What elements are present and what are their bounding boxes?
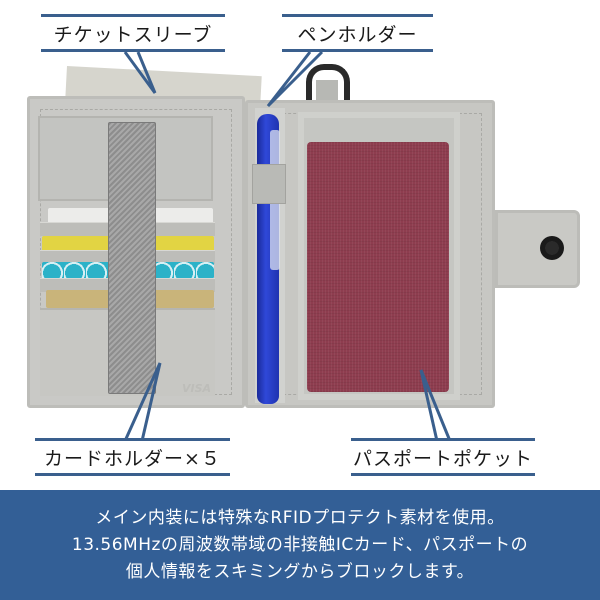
banner-line-1: メイン内装には特殊なRFIDプロテクト素材を使用。 bbox=[95, 507, 505, 528]
banner-line-2: 13.56MHzの周波数帯域の非接触ICカード、パスポートの bbox=[71, 534, 529, 555]
callout-passport-pocket: パスポートポケット bbox=[351, 438, 535, 476]
banner-line-3: 個人情報をスキミングからブロックします。 bbox=[125, 561, 475, 582]
passport bbox=[307, 142, 449, 392]
callout-ticket-sleeve: チケットスリーブ bbox=[41, 14, 225, 52]
callout-card-holder: カードホルダー×５ bbox=[35, 438, 230, 476]
pen-holder-loop bbox=[252, 164, 286, 204]
elastic-strap bbox=[108, 122, 156, 394]
callout-pen-holder: ペンホルダー bbox=[282, 14, 433, 52]
rfid-info-banner: メイン内装には特殊なRFIDプロテクト素材を使用。 13.56MHzの周波数帯域… bbox=[0, 490, 600, 600]
product-photo: VISA チケットスリーブ ペンホルダー カードホルダー×５ パスポートポケット bbox=[27, 14, 580, 476]
snap-button-icon bbox=[540, 236, 564, 260]
closure-tab bbox=[495, 210, 580, 288]
visa-watermark: VISA bbox=[182, 382, 212, 395]
